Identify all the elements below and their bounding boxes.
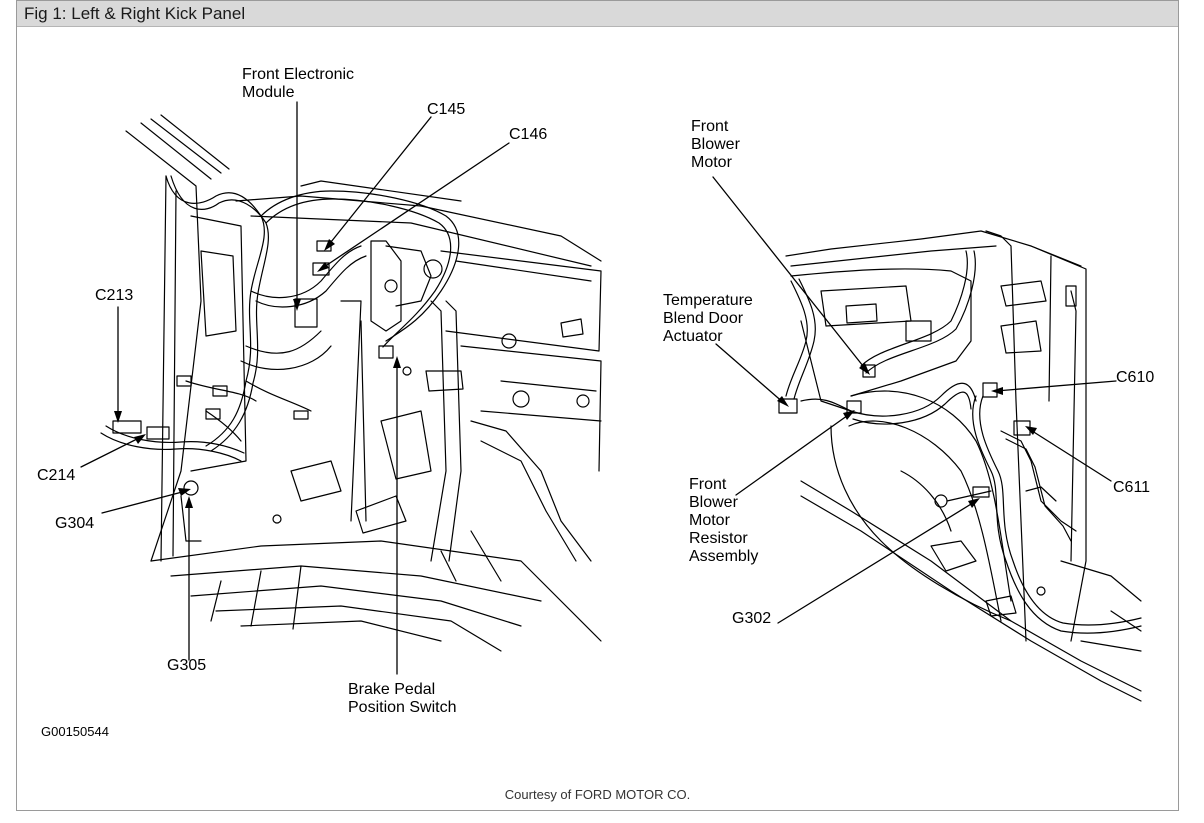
credit-line: Courtesy of FORD MOTOR CO. <box>504 787 691 802</box>
label-front-blower-motor-resistor-assembly: Front Blower Motor Resistor Assembly <box>689 476 759 565</box>
label-g305: G305 <box>167 657 207 674</box>
figure-title-bar: Fig 1: Left & Right Kick Panel <box>17 1 1178 27</box>
label-c610: C610 <box>1116 369 1155 386</box>
leader-lines <box>80 101 1117 675</box>
label-c214: C214 <box>37 467 76 484</box>
left-kick-panel-illustration <box>100 114 602 652</box>
label-temperature-blend-door-actuator: Temperature Blend Door Actuator <box>663 292 753 345</box>
label-c611: C611 <box>1113 479 1151 496</box>
figure-code: G00150544 <box>41 724 109 739</box>
leader-arrowheads <box>114 239 1037 508</box>
label-g304: G304 <box>55 515 95 532</box>
label-c146: C146 <box>509 126 548 143</box>
label-g302: G302 <box>732 610 772 627</box>
wiring-diagram <box>80 101 1142 702</box>
figure-frame: Fig 1: Left & Right Kick Panel <box>16 0 1179 811</box>
figure-title: Fig 1: Left & Right Kick Panel <box>24 4 246 23</box>
label-front-blower-motor: Front Blower Motor <box>691 118 740 171</box>
label-front-electronic-module: Front Electronic Module <box>242 66 355 101</box>
label-c213: C213 <box>95 287 134 304</box>
label-c145: C145 <box>427 101 466 118</box>
label-brake-pedal-position-switch: Brake Pedal Position Switch <box>348 681 457 716</box>
